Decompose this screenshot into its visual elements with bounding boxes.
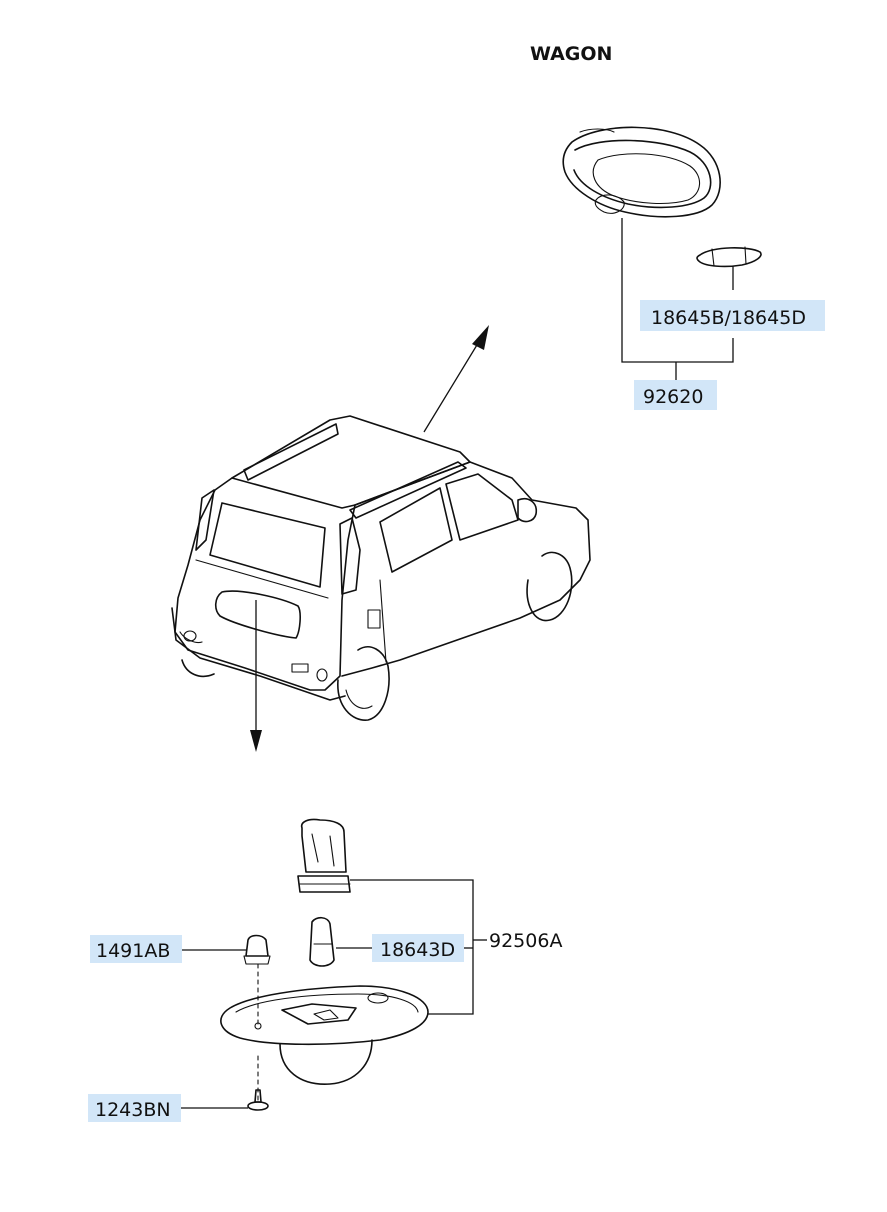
diagram-title: WAGON <box>530 43 612 65</box>
label-dome-bulb: 18645B/18645D <box>640 300 825 331</box>
svg-text:92506A: 92506A <box>489 930 562 952</box>
festoon-bulb-drawing <box>696 246 762 268</box>
bulb-socket-drawing <box>297 818 351 893</box>
label-grommet: 1491AB <box>90 935 182 963</box>
svg-text:18643D: 18643D <box>380 939 455 961</box>
room-lamp-bracket <box>621 218 734 363</box>
label-room-lamp: 92620 <box>634 380 717 410</box>
svg-text:18645B/18645D: 18645B/18645D <box>651 307 806 329</box>
label-plate-bulb: 18643D <box>372 934 464 962</box>
vehicle-drawing <box>171 415 591 721</box>
arrow-to-plate-lamp <box>250 600 262 752</box>
grommet-drawing <box>243 934 271 965</box>
svg-text:1243BN: 1243BN <box>95 1099 171 1121</box>
label-plate-lamp: 92506A <box>489 930 562 952</box>
screw-drawing <box>247 1055 269 1111</box>
room-lamp-drawing <box>562 126 721 218</box>
label-screw: 1243BN <box>88 1094 181 1122</box>
plate-lamp-body-drawing <box>220 963 429 1085</box>
arrow-to-room-lamp <box>423 325 489 433</box>
plate-lamp-bracket <box>350 879 474 1015</box>
svg-text:1491AB: 1491AB <box>96 940 170 962</box>
wedge-bulb-drawing <box>309 916 335 967</box>
svg-text:92620: 92620 <box>643 386 703 408</box>
